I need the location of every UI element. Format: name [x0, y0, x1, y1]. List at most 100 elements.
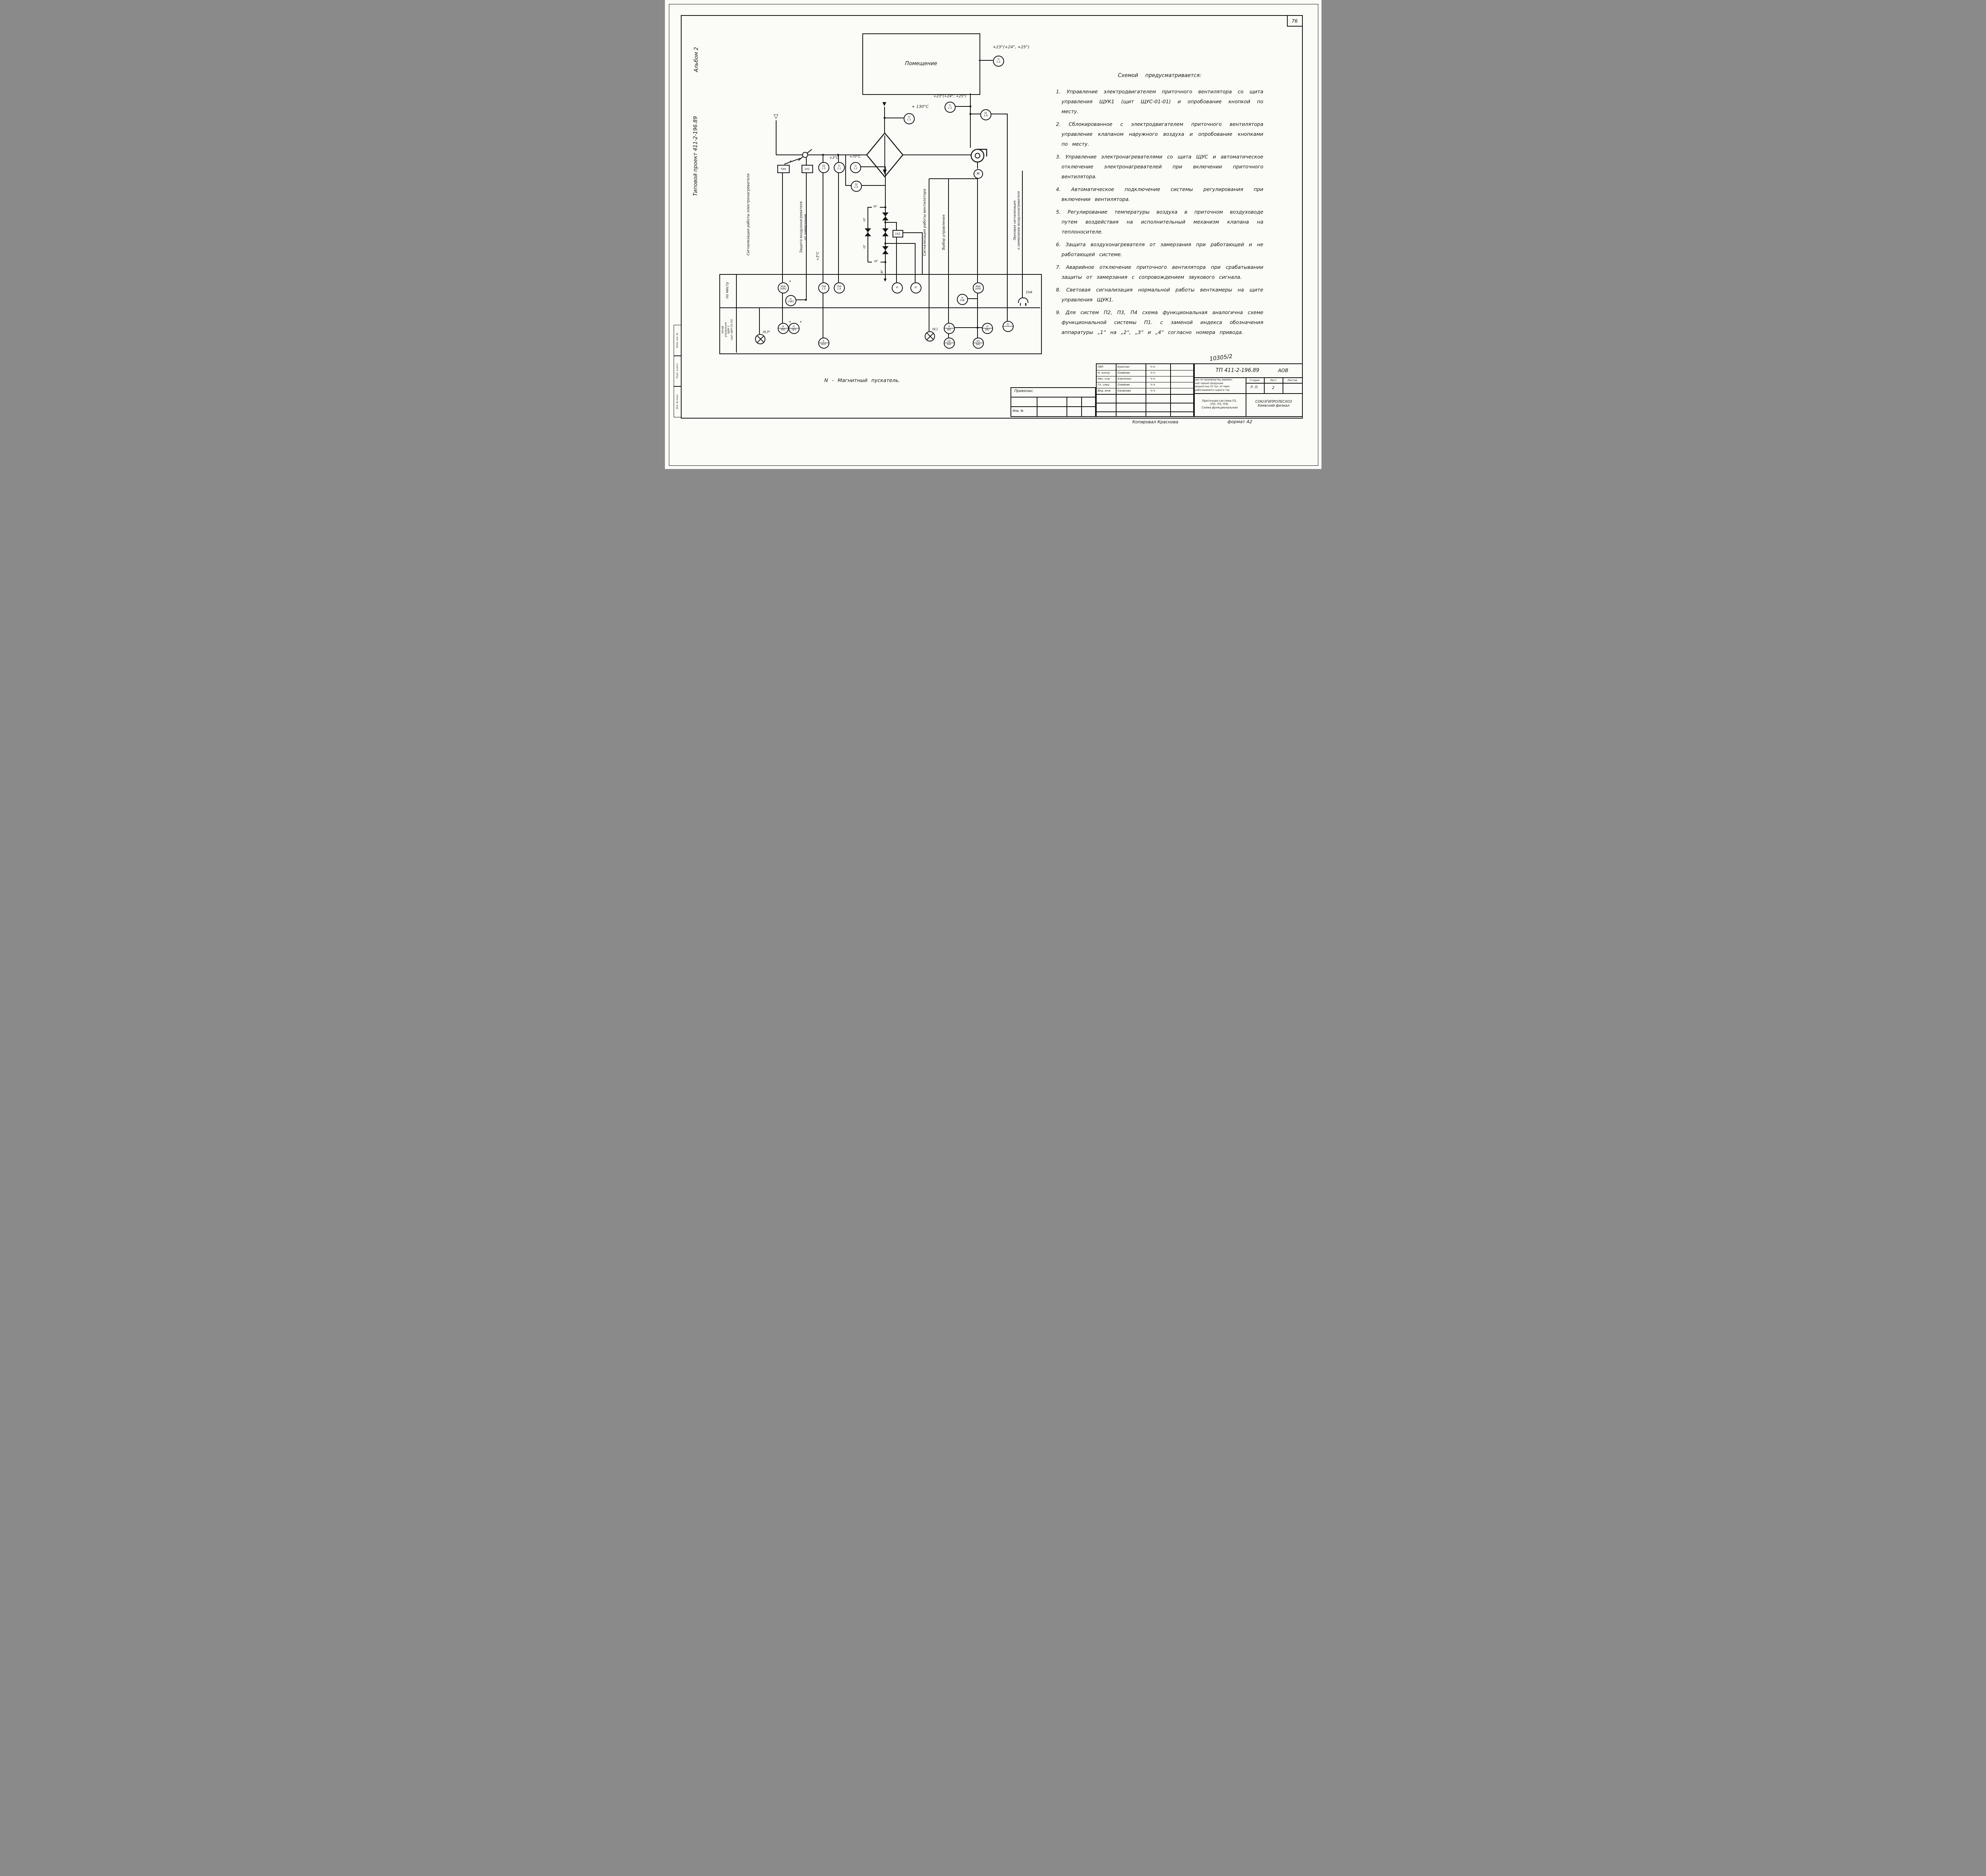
line	[867, 207, 872, 208]
instrument-tag: 1.6	[854, 186, 858, 189]
note-item-3: 3. Управление электронагревателями со щи…	[1056, 154, 1263, 179]
diagram-label: ОГ	[873, 205, 877, 208]
instrument-letters: TI	[854, 164, 857, 168]
valve-icon	[882, 246, 889, 254]
asterisk: *	[789, 320, 791, 325]
signature-scribble: ∿∿	[1150, 389, 1155, 392]
page-number: 76	[1291, 18, 1298, 24]
line	[1066, 397, 1067, 416]
project-number-label: Типовой проект 411-2-196.89	[692, 116, 699, 196]
instrument-letters: TI	[838, 164, 840, 168]
inventory-label: Инв. №	[1012, 409, 1024, 413]
line	[782, 171, 783, 282]
diagram-label: + 130°C	[912, 104, 929, 109]
instrument-tc: TC	[1002, 321, 1014, 332]
instrument-tag: 1SB5	[787, 300, 794, 303]
instrument-pi: PI	[910, 282, 922, 293]
instrument-tag: 1.2	[853, 167, 858, 170]
instrument-letters: TI	[949, 104, 951, 107]
room-box: Помещение	[862, 33, 980, 95]
line	[977, 177, 978, 282]
specification-notes: Схемой предусматривается: 1. Управление …	[1056, 73, 1263, 340]
instrument-tag: 1.2	[907, 118, 911, 121]
signature-scribble: ∿∿	[1150, 371, 1155, 374]
asterisk: *	[800, 320, 802, 325]
instrument-tag: 1.1	[837, 167, 841, 170]
instrument-letters: H	[948, 325, 950, 328]
line	[929, 178, 978, 179]
instrument-letters: TI	[997, 58, 1000, 61]
object-description: цех по производству деревян- ной тарной …	[1195, 379, 1233, 392]
margin-stamp-label: Инв. № подл.	[676, 394, 679, 409]
line	[914, 243, 916, 282]
stage-label: Стадия	[1250, 378, 1260, 382]
diagram-vlabel: Выбор управления	[941, 214, 946, 250]
line	[806, 171, 807, 299]
note-item-6: 6. Защита воздухонагревателя от замерзан…	[1056, 241, 1263, 257]
sheet-label: Лист	[1270, 378, 1277, 382]
signature-role: Нач. отд	[1097, 377, 1110, 380]
line	[1170, 364, 1171, 416]
signature-scribble: ∿∿	[1150, 365, 1155, 369]
line	[948, 332, 949, 338]
album-label: Альбом 2	[693, 47, 699, 72]
instrument-letters: TSA	[821, 285, 826, 288]
sheets-label: Листов	[1287, 378, 1297, 382]
instrument-tag: SB3	[778, 328, 788, 331]
diagram-label: +23°(+24°, +25°)	[993, 45, 1030, 50]
note-item-4: 4. Автоматическое подключение системы ре…	[1056, 186, 1263, 202]
sheet-value: 2	[1272, 386, 1275, 390]
line	[845, 185, 885, 186]
lamp-hl3	[755, 334, 765, 344]
line	[977, 292, 978, 328]
diagram-vlabel: ОГ	[863, 245, 866, 249]
room-label: Помещение	[905, 61, 937, 67]
line	[794, 299, 806, 300]
line	[806, 157, 807, 165]
attached-label: Привязан:	[1014, 389, 1034, 393]
instrument-letters: М	[977, 172, 979, 176]
line	[978, 60, 993, 61]
note-item-1: 1. Управление электродвигателем приточно…	[1056, 89, 1263, 114]
line	[1245, 383, 1302, 384]
diagram-label: +23°(+24°; +25°)	[933, 94, 967, 98]
junction-dot	[884, 261, 886, 263]
note-item-8: 8. Световая сигнализация нормальной рабо…	[1056, 287, 1263, 303]
diagram-vlabel: ОГ	[863, 218, 866, 222]
instrument-letters: TSA	[837, 285, 842, 288]
instrument-tag: SA2	[973, 343, 983, 346]
line	[1022, 171, 1023, 297]
panel-label-divider	[736, 274, 737, 353]
line	[896, 222, 897, 282]
damper-icon	[802, 152, 808, 158]
sheet-title: Приточная система П1. (П2, П3, П4). Схем…	[1202, 399, 1238, 409]
doc-mark: АОВ	[1278, 368, 1289, 374]
equipment-box-ТЗН: ТЗН	[777, 165, 790, 173]
margin-stamp-label: Подп. и дата	[676, 363, 679, 378]
air-intake-icon: ▽	[773, 112, 779, 120]
instrument-tag: SB1	[944, 328, 954, 331]
margin-stamp-label: Взам. инв. №	[676, 333, 679, 348]
diagram-label: 1НА	[1026, 290, 1032, 294]
instrument-tag: 1.6	[837, 288, 841, 290]
signature-name: Олейник	[1117, 371, 1130, 374]
line	[970, 93, 971, 148]
valve-icon	[882, 212, 889, 220]
diagram-vlabel: Сигнализация работы вентилятора	[922, 189, 927, 256]
line	[901, 232, 922, 233]
junction-dot	[969, 113, 971, 115]
instrument-м: М	[973, 169, 983, 179]
